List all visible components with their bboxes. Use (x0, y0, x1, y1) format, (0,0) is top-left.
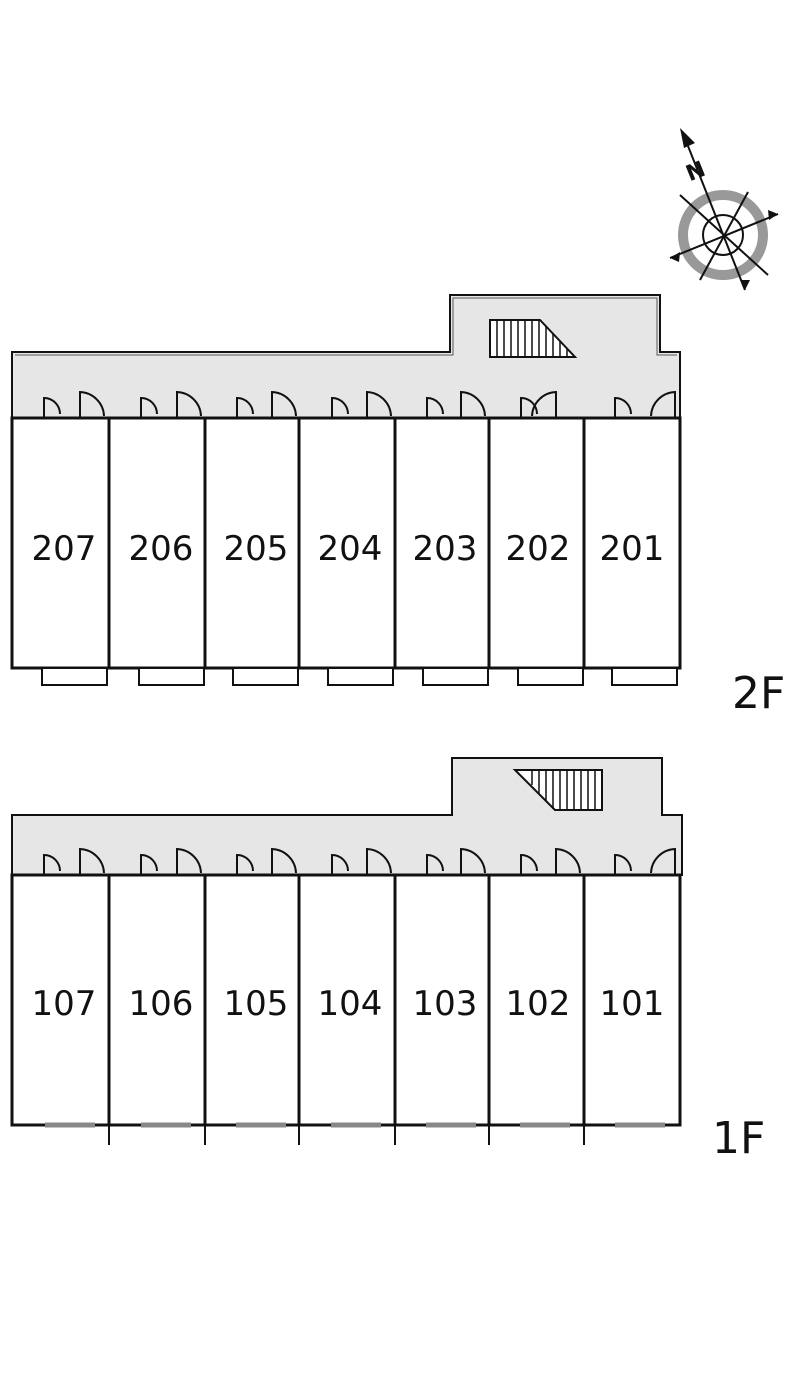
door-icon (531, 390, 557, 418)
unit-number: 202 (506, 529, 571, 569)
compass-rose-icon: N (669, 128, 779, 291)
unit-207[interactable]: 207 (10, 390, 111, 686)
door-icon (236, 853, 254, 875)
door-icon (426, 853, 444, 875)
floor-2f: 207 206 205 204 (10, 294, 785, 719)
unit-206[interactable]: 206 (107, 390, 207, 686)
door-icon (271, 390, 297, 418)
unit-103[interactable]: 103 (393, 847, 491, 1127)
balcony (138, 667, 205, 686)
floor-label-2f: 2F (732, 668, 785, 719)
unit-205[interactable]: 205 (203, 390, 301, 686)
unit-202[interactable]: 202 (487, 390, 586, 686)
unit-number: 106 (129, 984, 194, 1024)
balcony (232, 667, 299, 686)
unit-201[interactable]: 201 (582, 390, 682, 686)
door-icon (176, 847, 202, 875)
windows-1f (45, 1122, 665, 1145)
unit-number: 101 (600, 984, 665, 1024)
door-icon (43, 396, 61, 418)
door-icon (614, 396, 632, 418)
door-icon (614, 853, 632, 875)
unit-102[interactable]: 102 (487, 847, 586, 1127)
door-icon (331, 396, 349, 418)
unit-number: 207 (32, 529, 97, 569)
unit-107[interactable]: 107 (10, 847, 111, 1127)
unit-203[interactable]: 203 (393, 390, 491, 686)
door-icon (366, 847, 392, 875)
door-icon (140, 396, 158, 418)
door-icon (271, 847, 297, 875)
balcony (422, 667, 489, 686)
north-arrow-icon (680, 128, 695, 148)
door-icon (79, 847, 105, 875)
unit-number: 107 (32, 984, 97, 1024)
stairs-2f-icon (489, 319, 578, 358)
unit-number: 203 (413, 529, 478, 569)
door-icon (460, 847, 486, 875)
door-icon (555, 847, 581, 875)
door-icon (460, 390, 486, 418)
door-icon (331, 853, 349, 875)
unit-number: 201 (600, 529, 665, 569)
door-icon (43, 853, 61, 875)
unit-number: 205 (224, 529, 289, 569)
unit-104[interactable]: 104 (297, 847, 397, 1127)
unit-number: 206 (129, 529, 194, 569)
unit-101[interactable]: 101 (582, 847, 682, 1127)
unit-number: 104 (318, 984, 383, 1024)
door-icon (140, 853, 158, 875)
balcony (41, 667, 108, 686)
balcony (517, 667, 584, 686)
floor-1f: 107 106 105 104 (10, 757, 765, 1164)
door-icon (650, 390, 676, 418)
unit-106[interactable]: 106 (107, 847, 207, 1127)
door-icon (236, 396, 254, 418)
floor-label-1f: 1F (712, 1113, 765, 1164)
north-label: N (683, 157, 709, 187)
unit-105[interactable]: 105 (203, 847, 301, 1127)
unit-number: 105 (224, 984, 289, 1024)
door-icon (520, 396, 538, 418)
door-icon (650, 847, 676, 875)
corridor-2f (11, 294, 681, 419)
door-icon (520, 853, 538, 875)
units-1f: 107 106 105 104 (10, 847, 682, 1127)
unit-number: 102 (506, 984, 571, 1024)
door-icon (426, 396, 444, 418)
door-icon (79, 390, 105, 418)
balcony (611, 667, 678, 686)
door-icon (176, 390, 202, 418)
door-icon (366, 390, 392, 418)
unit-number: 103 (413, 984, 478, 1024)
unit-204[interactable]: 204 (297, 390, 397, 686)
balcony (327, 667, 394, 686)
unit-number: 204 (318, 529, 383, 569)
units-2f: 207 206 205 204 (10, 390, 682, 686)
stairs-1f-icon (512, 769, 603, 811)
